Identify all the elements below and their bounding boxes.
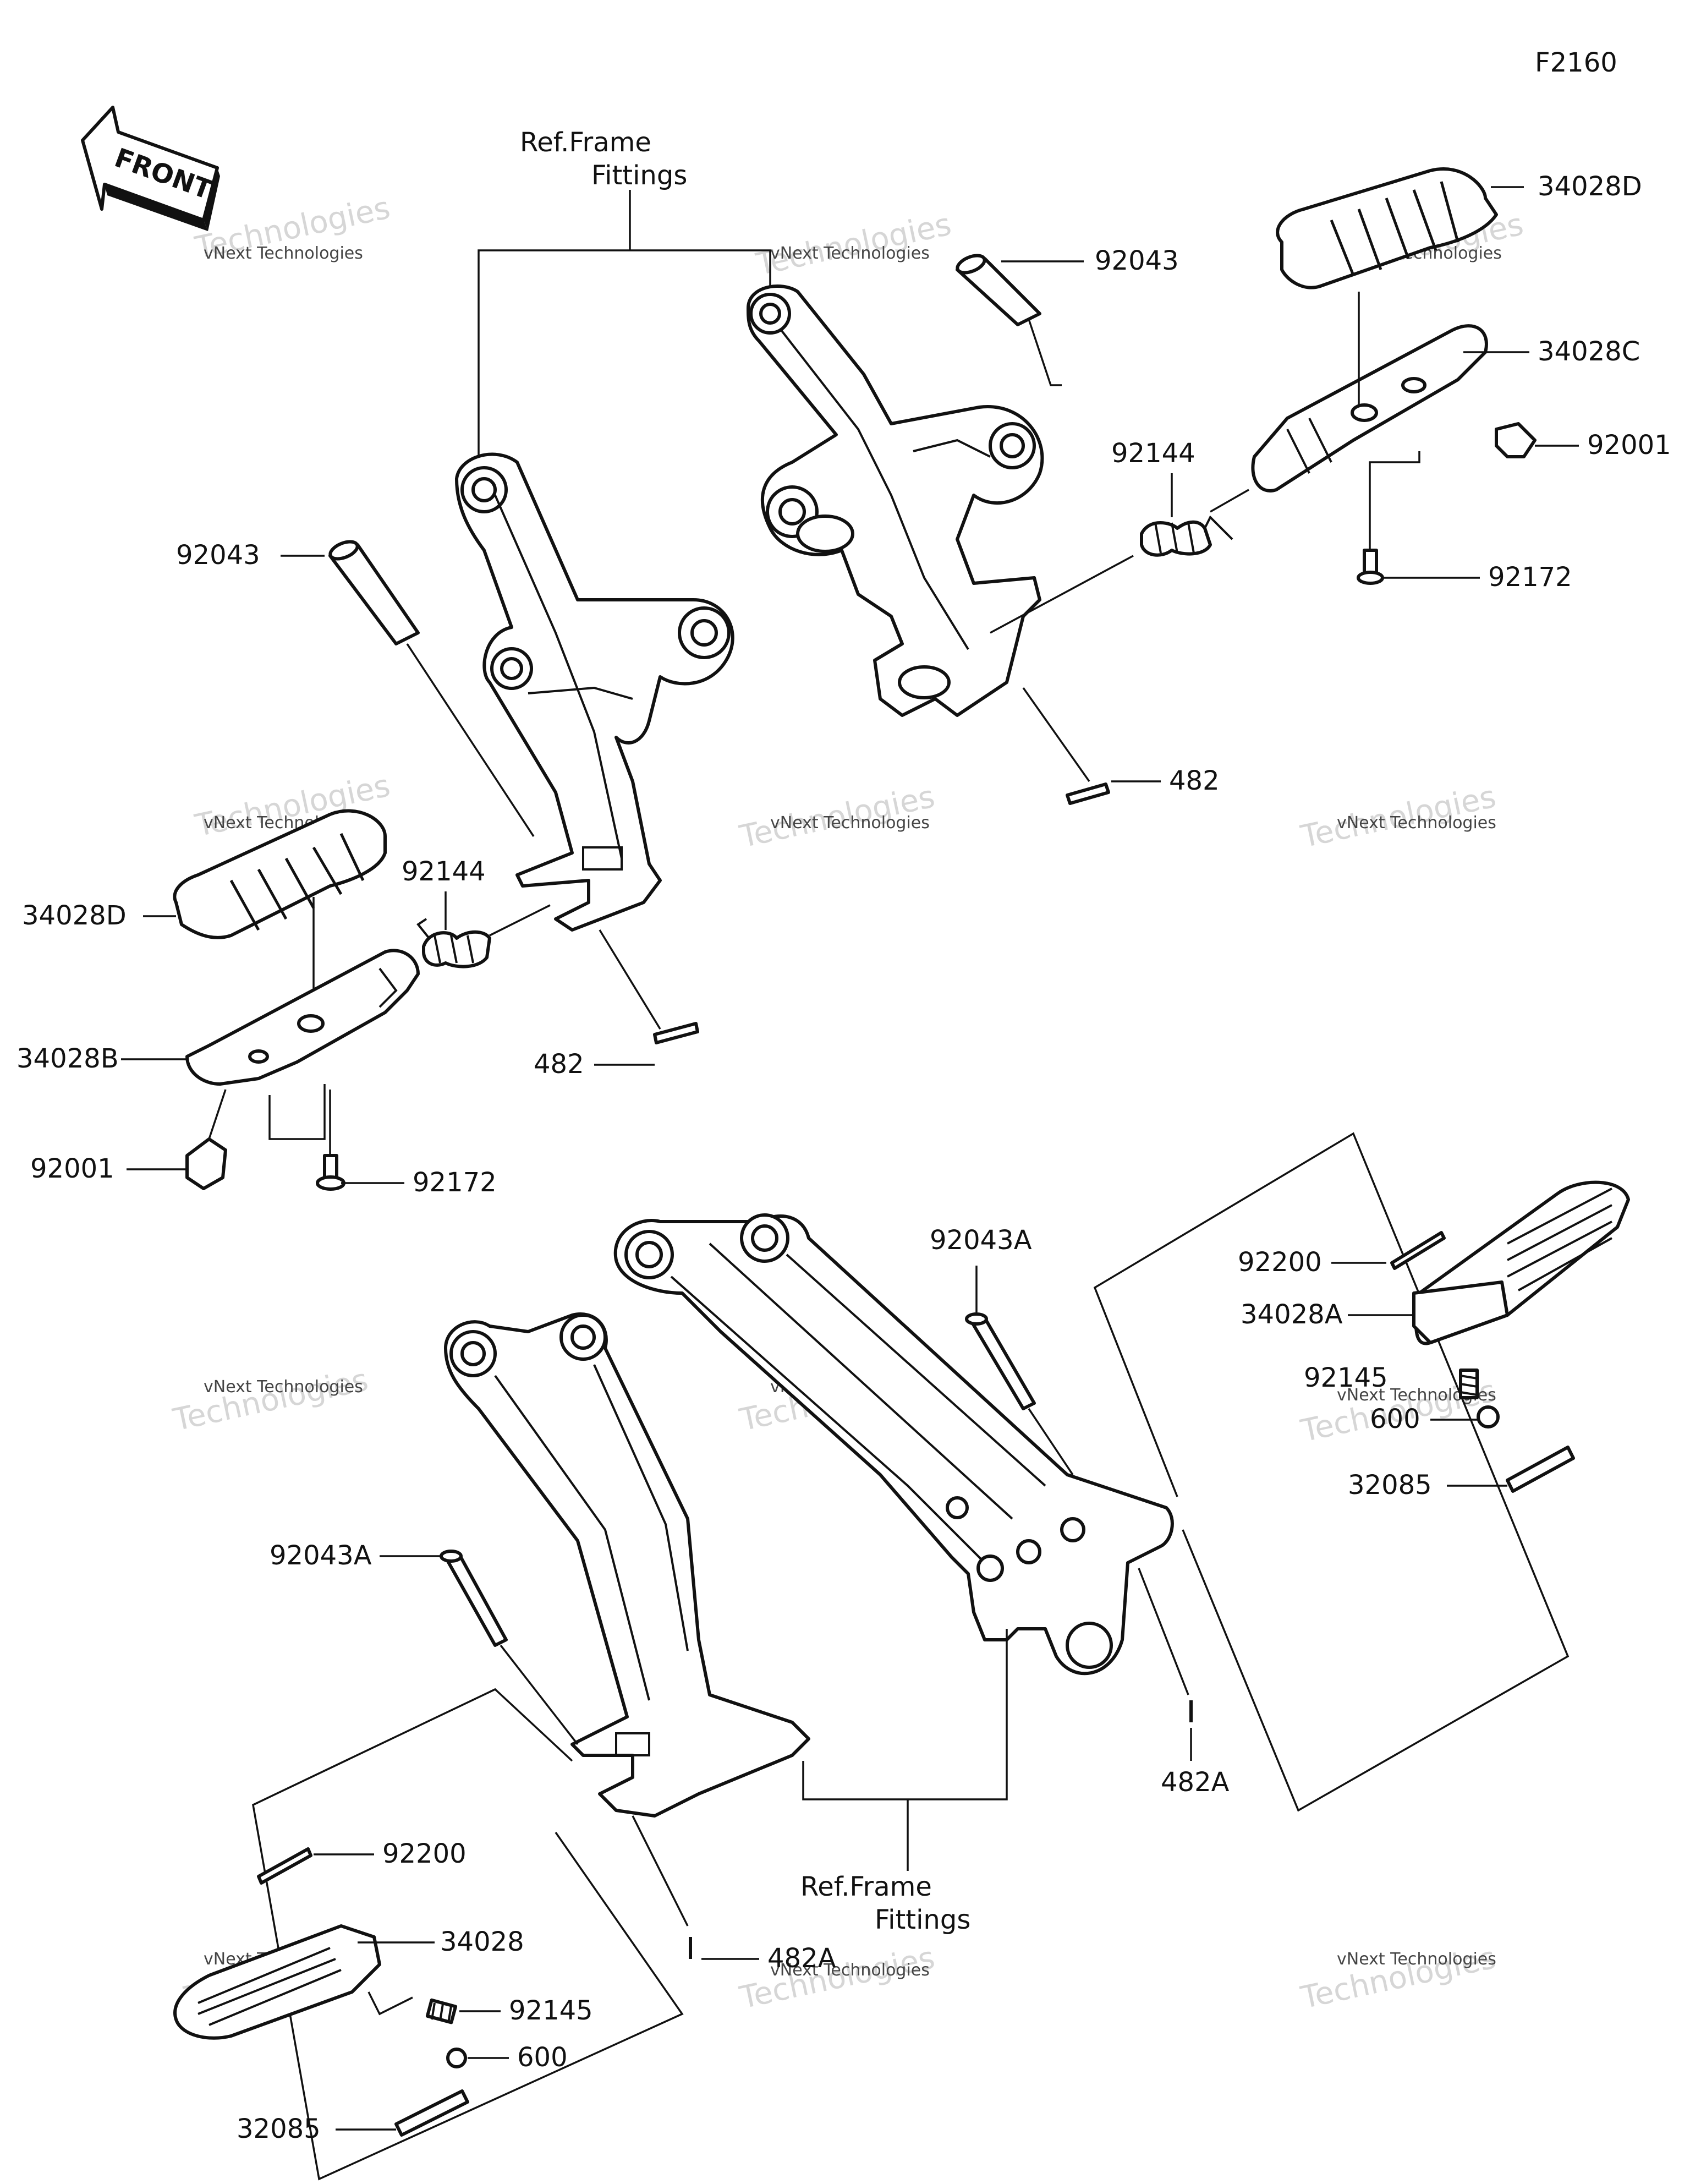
passenger-bracket-rear: [613, 1213, 1174, 1676]
label-92001-right: 92001: [1587, 430, 1671, 461]
watermark-text: vNext Technologies: [770, 244, 930, 263]
ball-600-right: 600: [1370, 1404, 1500, 1435]
watermark-text: vNext Technologies: [770, 813, 930, 833]
pin-482-right: 482: [1022, 687, 1220, 805]
screw-92172-right: 92172: [1357, 451, 1572, 593]
label-34028d-right: 34028D: [1538, 171, 1642, 202]
right-rider-bracket: [747, 284, 1044, 717]
pin-92043-top: 92043: [956, 245, 1179, 386]
label-32085-right: 32085: [1348, 1470, 1432, 1501]
label-34028b: 34028B: [17, 1043, 119, 1074]
label-600-right: 600: [1370, 1404, 1420, 1435]
front-arrow-icon: FRONT: [81, 106, 220, 231]
label-92145-right: 92145: [1304, 1362, 1388, 1393]
pin-92043a-lower: 92043A: [270, 1540, 579, 1745]
washer-92200-left: 92200: [257, 1838, 467, 1885]
washer-92200-right: 92200: [1238, 1231, 1446, 1278]
watermark-text: vNext Technologies: [1337, 813, 1496, 833]
pin-92043a-upper: 92043A: [930, 1225, 1074, 1475]
spring-92145-right: 92145: [1304, 1362, 1479, 1399]
left-rider-bracket: [455, 452, 734, 932]
plate-32085-left: 32085: [237, 2089, 469, 2144]
svg-text:Technologies: Technologies: [169, 1362, 371, 1438]
label-92001-left: 92001: [30, 1153, 114, 1184]
footpeg-34028c: 34028C: [1251, 292, 1640, 492]
passenger-footpeg-34028: 34028: [173, 1924, 524, 2040]
ref-frame-lower: Ref.Frame Fittings: [800, 1629, 1008, 1935]
watermark-text: vNext Technologies: [770, 1961, 930, 1980]
watermark: Technologies: [169, 1362, 371, 1438]
label-92172-left: 92172: [413, 1167, 497, 1198]
footpeg-rubber-34028d-right: 34028D: [1276, 167, 1642, 289]
pin-482a-left: 482A: [632, 1815, 836, 1974]
bolt-92001-right: 92001: [1495, 422, 1671, 461]
ref-frame-lower-line2: Fittings: [875, 1904, 970, 1935]
ref-frame-lower-line1: Ref.Frame: [800, 1871, 932, 1902]
spring-92144-left: 92144: [402, 856, 551, 968]
label-92200-right: 92200: [1238, 1247, 1322, 1278]
label-92172-right: 92172: [1488, 562, 1572, 593]
ref-frame-upper: Ref.Frame Fittings: [478, 127, 771, 457]
watermark-text: vNext Technologies: [1337, 1950, 1496, 1969]
label-34028: 34028: [440, 1926, 524, 1957]
footpeg-34028b: 34028B: [17, 949, 420, 1086]
ref-frame-upper-line1: Ref.Frame: [520, 127, 651, 158]
passenger-bracket-front: [444, 1312, 810, 1818]
pin-482a-right: 482A: [1138, 1568, 1230, 1798]
passenger-footpeg-34028a: 34028A: [1241, 1180, 1630, 1345]
label-92043a-lower: 92043A: [270, 1540, 372, 1571]
label-32085-left: 32085: [237, 2114, 321, 2144]
label-92144-left: 92144: [402, 856, 486, 887]
label-34028a: 34028A: [1241, 1299, 1343, 1330]
plate-32085-right: 32085: [1348, 1446, 1575, 1501]
bolt-92001-left: 92001: [30, 1089, 227, 1190]
ball-600-left: 600: [446, 2042, 568, 2073]
label-92043-left: 92043: [176, 540, 260, 571]
pin-482-left: 482: [534, 929, 699, 1080]
ref-frame-upper-line2: Fittings: [591, 160, 687, 191]
label-600-left: 600: [517, 2042, 568, 2073]
label-92144-right: 92144: [1111, 438, 1195, 469]
watermark-text: vNext Technologies: [204, 1377, 363, 1397]
footpeg-rubber-34028d-left: 34028D: [22, 809, 387, 1018]
label-34028d-left: 34028D: [22, 900, 127, 931]
label-482-left: 482: [534, 1049, 584, 1080]
figure-code: F2160: [1535, 47, 1617, 78]
label-92043-top: 92043: [1095, 245, 1179, 276]
label-92043a-upper: 92043A: [930, 1225, 1032, 1256]
label-92145-left: 92145: [509, 1995, 593, 2026]
label-482-right: 482: [1169, 765, 1220, 796]
label-34028c: 34028C: [1538, 336, 1640, 367]
screw-92172-left: 92172: [268, 1084, 497, 1198]
spring-92144-right: 92144: [990, 438, 1249, 634]
label-92200-left: 92200: [382, 1838, 467, 1869]
pin-92043-left: 92043: [176, 540, 535, 837]
watermark-text: vNext Technologies: [204, 244, 363, 263]
right-passenger-group: [1093, 1132, 1570, 1812]
label-482a-right: 482A: [1161, 1767, 1230, 1798]
label-482a-left: 482A: [767, 1943, 836, 1974]
spring-92145-left: 92145: [367, 1991, 593, 2026]
